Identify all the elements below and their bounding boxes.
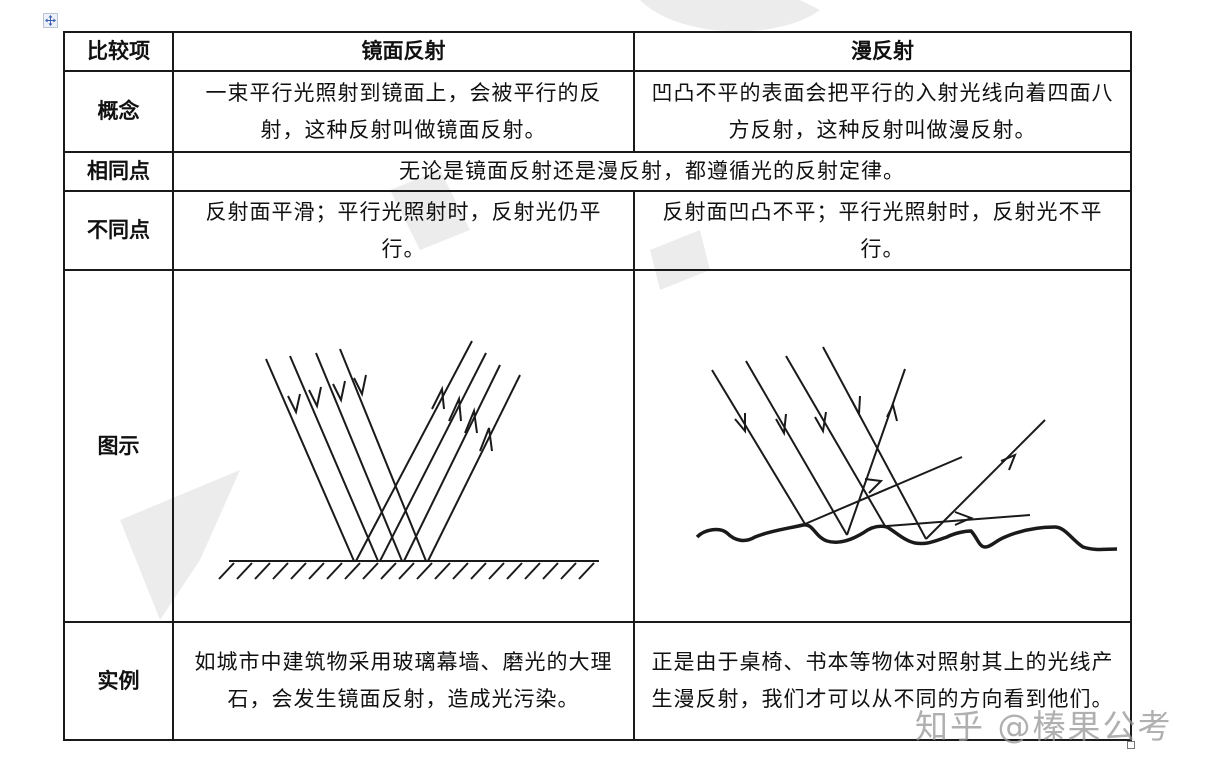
cell-difference-specular: 反射面平滑；平行光照射时，反射光仍平行。: [172, 190, 635, 271]
move-arrows-icon: [45, 15, 56, 26]
row-concept: 概念 一束平行光照射到镜面上，会被平行的反射，这种反射叫做镜面反射。 凹凸不平的…: [63, 70, 1132, 153]
row-label-similarity: 相同点: [63, 151, 174, 192]
concept-specular-text: 一束平行光照射到镜面上，会被平行的反射，这种反射叫做镜面反射。: [205, 80, 602, 142]
watermark-square-mark: [1127, 741, 1135, 749]
zhihu-watermark: 知乎 @榛果公考: [915, 707, 1173, 746]
difference-specular-text: 反射面平滑；平行光照射时，反射光仍平行。: [205, 199, 602, 261]
row-example: 实例 如城市中建筑物采用玻璃幕墙、磨光的大理石，会发生镜面反射，造成光污染。 正…: [63, 621, 1132, 741]
header-label-column: 比较项: [63, 31, 174, 72]
comparison-table: 比较项 镜面反射 漫反射 概念 一束平行光照射到镜面上，会被平行的反射，这种反射…: [63, 31, 1132, 741]
similarity-text: 无论是镜面反射还是漫反射，都遵循光的反射定律。: [399, 159, 905, 183]
example-specular-text: 如城市中建筑物采用玻璃幕墙、磨光的大理石，会发生镜面反射，造成光污染。: [194, 650, 613, 711]
row-label-illustration: 图示: [63, 269, 174, 623]
header-specular-reflection: 镜面反射: [172, 31, 635, 72]
cell-concept-specular: 一束平行光照射到镜面上，会被平行的反射，这种反射叫做镜面反射。: [172, 70, 635, 153]
cell-example-diffuse: 正是由于桌椅、书本等物体对照射其上的光线产生漫反射，我们才可以从不同的方向看到他…: [633, 621, 1132, 741]
row-illustration: 图示: [63, 269, 1132, 623]
header-diffuse-reflection: 漫反射: [633, 31, 1132, 72]
row-difference: 不同点 反射面平滑；平行光照射时，反射光仍平行。 反射面凹凸不平；平行光照射时，…: [63, 190, 1132, 271]
row-similarity: 相同点 无论是镜面反射还是漫反射，都遵循光的反射定律。: [63, 151, 1132, 192]
concept-diffuse-text: 凹凸不平的表面会把平行的入射光线向着四面八方反射，这种反射叫做漫反射。: [651, 80, 1114, 142]
example-diffuse-text: 正是由于桌椅、书本等物体对照射其上的光线产生漫反射，我们才可以从不同的方向看到他…: [651, 650, 1114, 711]
table-move-handle[interactable]: [43, 13, 58, 28]
diffuse-reflection-diagram: [695, 346, 1118, 552]
cell-concept-diffuse: 凹凸不平的表面会把平行的入射光线向着四面八方反射，这种反射叫做漫反射。: [633, 70, 1132, 153]
row-label-example: 实例: [63, 621, 174, 741]
cell-illustration-diffuse: [633, 269, 1132, 623]
row-label-difference: 不同点: [63, 190, 174, 271]
cell-example-specular: 如城市中建筑物采用玻璃幕墙、磨光的大理石，会发生镜面反射，造成光污染。: [172, 621, 635, 741]
cell-similarity: 无论是镜面反射还是漫反射，都遵循光的反射定律。: [172, 151, 1132, 192]
row-label-concept: 概念: [63, 70, 174, 153]
specular-reflection-diagram: [218, 340, 599, 580]
cell-difference-diffuse: 反射面凹凸不平；平行光照射时，反射光不平行。: [633, 190, 1132, 271]
header-row: 比较项 镜面反射 漫反射: [63, 31, 1132, 72]
cell-illustration-specular: [172, 269, 635, 623]
difference-diffuse-text: 反射面凹凸不平；平行光照射时，反射光不平行。: [662, 199, 1103, 261]
